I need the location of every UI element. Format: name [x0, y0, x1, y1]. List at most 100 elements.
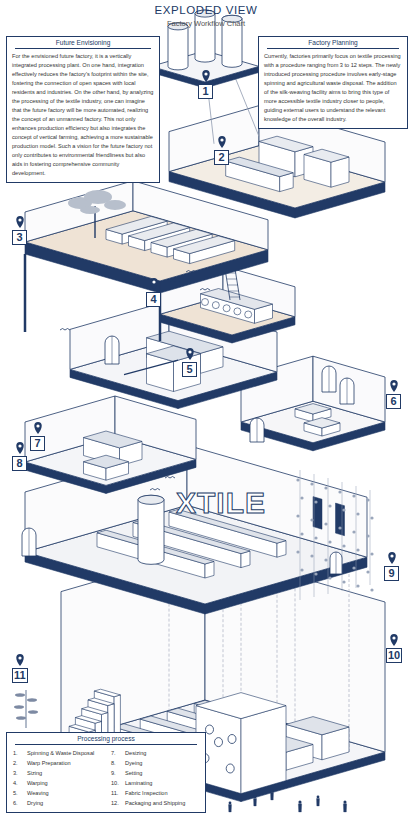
location-pin — [390, 634, 398, 646]
wall-opening — [206, 725, 214, 734]
machine — [147, 346, 201, 362]
step-number: 3. — [13, 768, 27, 778]
plant-leaf — [296, 550, 299, 553]
callout-number: 2 — [218, 151, 224, 163]
machine — [69, 724, 95, 732]
tree-canopy — [80, 206, 100, 214]
hanging-plant — [356, 486, 357, 588]
plant-leaf — [366, 570, 369, 573]
machine — [295, 404, 331, 414]
plant-leaf — [314, 536, 317, 539]
plant-leaf — [14, 705, 24, 709]
storage-tank — [168, 23, 188, 70]
plant-leaf — [314, 500, 317, 503]
location-pin — [34, 422, 42, 434]
callout-box: 1 — [198, 84, 213, 99]
subtitle: Factory Workflow Chart — [0, 19, 412, 28]
step-name: Packaging and Shipping — [125, 798, 209, 808]
plant-leaf — [366, 498, 369, 501]
pipe — [232, 70, 259, 137]
callout-box: 2 — [214, 150, 229, 165]
conveyor — [124, 360, 178, 374]
machine — [174, 236, 235, 254]
step-number: 1. — [13, 748, 27, 758]
plant-leaf — [310, 482, 313, 485]
step-name: Dyeing — [125, 758, 209, 768]
machine — [75, 716, 101, 724]
panel-heading: Future Envisioning — [15, 37, 151, 49]
bird — [150, 489, 160, 491]
hanging-plant — [328, 478, 329, 594]
tank-top — [138, 495, 164, 504]
pin-dot — [18, 656, 21, 659]
plant-leaf — [342, 508, 345, 511]
bird — [60, 329, 70, 331]
hanging-plant — [314, 474, 315, 597]
person-head — [317, 796, 320, 799]
plant-leaf — [314, 572, 317, 575]
plant-leaf — [300, 568, 303, 571]
person-body — [317, 799, 320, 807]
window-bar — [347, 378, 348, 404]
machine — [94, 689, 120, 697]
step-name: Sizing — [27, 768, 111, 778]
callout-number: 5 — [186, 363, 192, 375]
plant-leaf — [16, 716, 26, 720]
plant-leaf — [352, 530, 355, 533]
plant-leaf — [310, 518, 313, 521]
person-body — [271, 793, 274, 801]
step-number: 2. — [13, 758, 27, 768]
person-body — [343, 804, 346, 812]
plant-leaf — [370, 552, 373, 555]
pin-dot — [390, 554, 393, 557]
machine — [84, 455, 129, 468]
step-number: 10. — [111, 778, 125, 788]
plant-leaf — [15, 693, 25, 697]
machine — [304, 418, 340, 428]
storage-tank — [195, 10, 215, 62]
wall-sign-box: XTILE — [176, 486, 266, 520]
callout-number: 1 — [202, 85, 208, 97]
step-name: Setting — [125, 768, 209, 778]
machine — [82, 707, 108, 715]
step-number: 9. — [111, 768, 125, 778]
plant-leaf — [300, 496, 303, 499]
callout-number: 10 — [388, 649, 400, 661]
callout-number: 11 — [14, 669, 26, 681]
wall-sign: XTILE — [176, 486, 266, 519]
storage-tank — [138, 495, 164, 564]
ladder-rung — [227, 279, 237, 280]
plant-leaf — [310, 554, 313, 557]
location-pin — [202, 70, 210, 82]
subtitle-box: Factory Workflow Chart — [0, 19, 412, 28]
plant-leaf — [328, 576, 331, 579]
plant-leaf — [324, 522, 327, 525]
step-name: Drying — [27, 798, 111, 808]
step-number: 8. — [111, 758, 125, 768]
pin-dot — [152, 280, 155, 283]
wall-opening — [228, 735, 236, 744]
step-name: Weaving — [27, 788, 111, 798]
machine — [201, 289, 273, 310]
arched-window — [330, 552, 342, 574]
bird — [182, 467, 192, 469]
callout-box: 6 — [386, 394, 401, 409]
plant-leaf — [328, 504, 331, 507]
step-name: Spinning & Waste Disposal — [27, 748, 111, 758]
panel-body: Currently, factories primarily focus on … — [259, 49, 407, 128]
callout-number: 9 — [388, 567, 394, 579]
person-head — [229, 802, 232, 805]
step-number: 5. — [13, 788, 27, 798]
plant-leaf — [342, 544, 345, 547]
callout-number: 4 — [150, 293, 156, 305]
arched-window — [322, 366, 336, 392]
callout-number: 6 — [390, 395, 396, 407]
person-body — [298, 804, 301, 812]
window-bar — [329, 366, 330, 392]
location-pin — [16, 654, 24, 666]
machine — [304, 149, 349, 162]
callout-box: 11 — [12, 668, 28, 683]
callout-number: 3 — [16, 231, 22, 243]
plant-leaf — [296, 514, 299, 517]
pin-dot — [188, 350, 191, 353]
